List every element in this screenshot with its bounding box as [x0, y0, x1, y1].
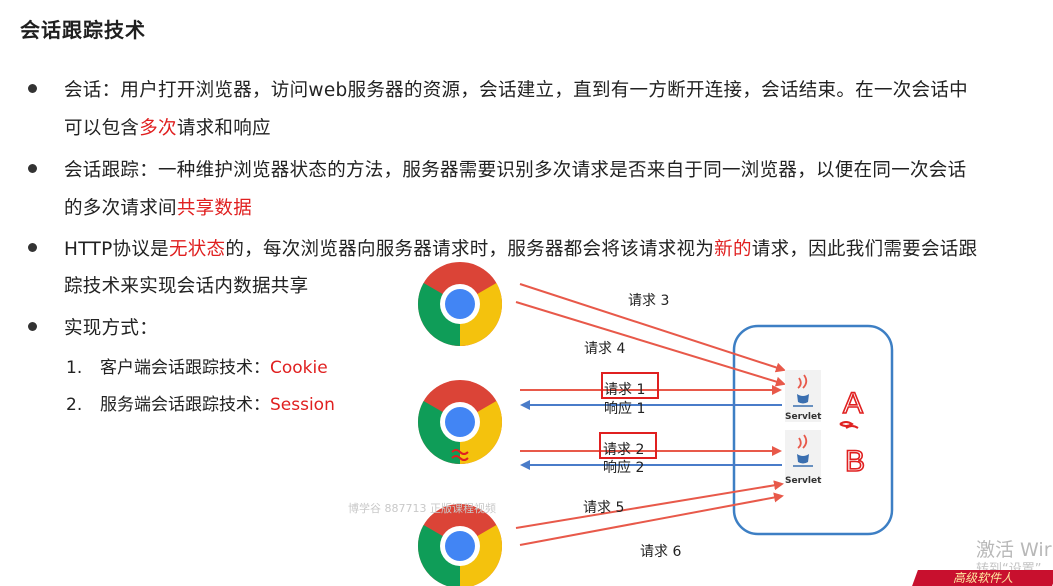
highlight-text: 共享数据: [176, 198, 253, 219]
request-label: 请求 3: [628, 293, 669, 309]
bullet-dot: [28, 164, 37, 173]
annotation-mark: [451, 449, 469, 461]
chrome-icon: [417, 262, 503, 346]
text-segment: 请求和响应: [176, 118, 271, 139]
request-5-arrow: [515, 480, 784, 529]
highlight-text: 多次: [139, 118, 177, 139]
highlight-box: [599, 432, 657, 459]
java-servlet-icon: [785, 370, 821, 422]
highlight-text: 无状态: [168, 239, 226, 260]
request-label: 请求 5: [583, 500, 624, 516]
link-icon: [839, 421, 859, 429]
method-value: Session: [270, 395, 335, 415]
server-b-label: B: [845, 445, 865, 478]
bullet-dot: [28, 84, 37, 93]
request-label: 请求 6: [640, 544, 681, 560]
text-segment: HTTP协议是: [64, 239, 169, 260]
request-6-arrow: [519, 492, 784, 546]
banner-text: 高级软件人: [953, 571, 1014, 585]
bullet-dot: [28, 243, 37, 252]
highlight-box: [601, 372, 659, 399]
bullet-1-line-1: 会话：用户打开浏览器，访问web服务器的资源，会话建立，直到有一方断开连接，会话…: [64, 80, 968, 101]
request-label: 请求 4: [584, 341, 625, 357]
servlet-label: Servlet: [785, 412, 822, 422]
method-number: 1.: [66, 358, 83, 378]
method-item-cookie: 1. 客户端会话跟踪技术：Cookie: [66, 353, 328, 378]
response-label: 响应 1: [604, 400, 645, 417]
text-segment: 的，每次浏览器向服务器请求时，服务器都会将该请求视为: [225, 239, 715, 260]
servlet-label: Servlet: [785, 476, 822, 486]
request-3-arrow: [519, 283, 786, 373]
windows-activation-text: 激活 Wir: [976, 539, 1052, 561]
bullet-3-line-2: 踪技术来实现会话内数据共享: [64, 276, 309, 297]
bullet-3-line-1: HTTP协议是无状态的，每次浏览器向服务器请求时，服务器都会将该请求视为新的请求…: [64, 235, 977, 261]
page-title: 会话跟踪技术: [20, 18, 146, 42]
response-label: 响应 2: [603, 459, 644, 476]
request-4-arrow: [515, 301, 786, 387]
bullet-1-line-2: 可以包含多次请求和响应: [64, 114, 271, 140]
method-item-session: 2. 服务端会话跟踪技术：Session: [66, 390, 335, 415]
bullet-2-line-1: 会话跟踪：一种维护浏览器状态的方法，服务器需要识别多次请求是否来自于同一浏览器，…: [64, 160, 967, 181]
server-box: [732, 324, 894, 536]
request-label: 请求 2: [603, 442, 644, 458]
method-value: Cookie: [270, 358, 328, 378]
bullet-4-line-1: 实现方式：: [64, 318, 159, 339]
bullet-dot: [28, 322, 37, 331]
corner-banner: 高级软件人: [912, 570, 1053, 586]
text-segment: 请求，因此我们需要会话跟: [751, 239, 978, 260]
highlight-text: 新的: [714, 239, 752, 260]
bullet-2-line-2: 的多次请求间共享数据: [64, 194, 252, 220]
text-segment: 可以包含: [64, 118, 140, 139]
server-a-label: A: [843, 387, 863, 420]
chrome-icon: [417, 504, 503, 586]
request-label: 请求 1: [604, 382, 645, 398]
watermark: 博学谷 887713 正版课程视频: [348, 502, 496, 515]
method-label: 服务端会话跟踪技术：: [100, 395, 270, 415]
method-number: 2.: [66, 395, 83, 415]
java-servlet-icon: [785, 430, 821, 482]
method-label: 客户端会话跟踪技术：: [100, 358, 270, 378]
text-segment: 的多次请求间: [64, 198, 177, 219]
